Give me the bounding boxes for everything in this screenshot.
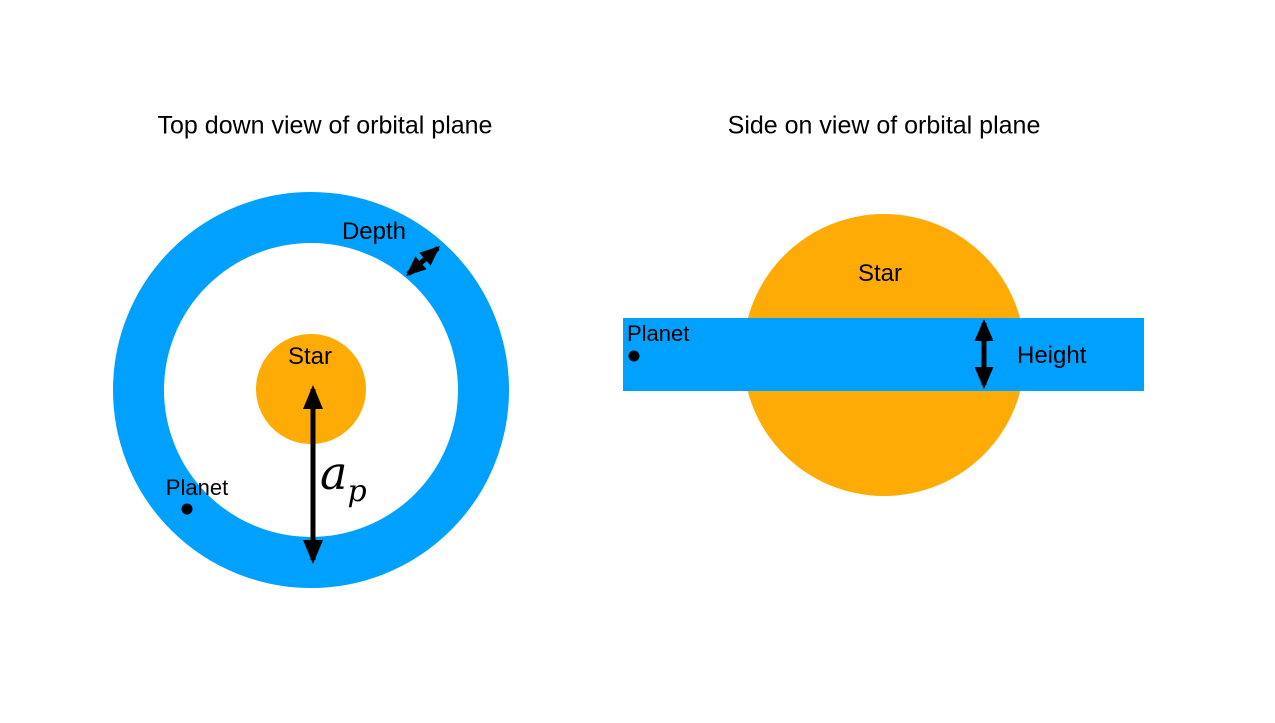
semimajor-axis-arrowhead-up	[303, 385, 323, 409]
semimajor-axis-arrowhead-down	[303, 540, 323, 564]
star-label-topdown: Star	[287, 343, 333, 370]
star-label-sideon: Star	[857, 260, 903, 287]
depth-arrowhead-upper	[419, 246, 440, 266]
planet-label-sideon: Planet	[627, 321, 690, 346]
semimajor-axis-label: ap	[320, 450, 367, 507]
height-label: Height	[1017, 342, 1087, 369]
height-arrowhead-down	[974, 367, 994, 389]
depth-arrowhead-lower	[406, 256, 427, 276]
planet-dot-sideon	[628, 350, 640, 362]
semimajor-axis-label-base: a	[320, 446, 348, 500]
orbital-plane-band	[623, 318, 1144, 391]
left-panel-title: Top down view of orbital plane	[157, 111, 493, 140]
right-panel-title: Side on view of orbital plane	[727, 111, 1041, 140]
planet-dot-topdown	[181, 503, 193, 515]
height-arrowhead-up	[974, 319, 994, 341]
planet-label-topdown: Planet	[165, 475, 229, 500]
orbit-annulus	[113, 192, 509, 588]
semimajor-axis-label-subscript: p	[347, 474, 367, 509]
depth-label: Depth	[341, 218, 407, 245]
